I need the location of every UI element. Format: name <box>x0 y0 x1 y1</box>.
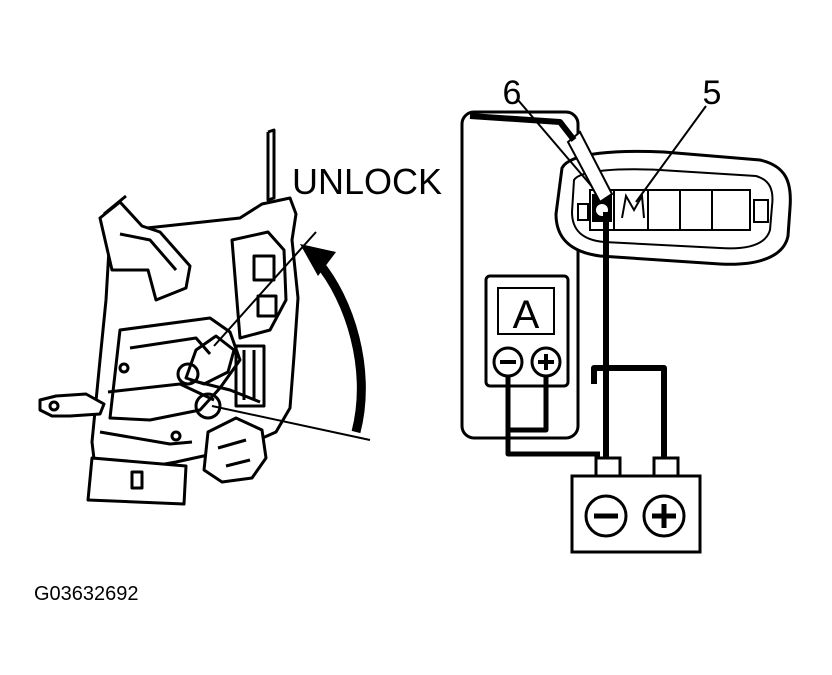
pin6-leader <box>517 99 601 197</box>
figure-code: G03632692 <box>34 583 139 605</box>
terminal-6-label: 6 <box>503 74 522 112</box>
unlock-leader-line <box>213 231 317 347</box>
pin5-leader <box>635 105 707 203</box>
door-lock-actuator <box>38 128 300 506</box>
battery: ⊖ ⊕ <box>570 456 702 554</box>
unlock-direction-arrow <box>300 244 366 434</box>
test-probe <box>566 130 614 204</box>
lock-leader-line <box>211 405 371 441</box>
terminal-5-label: 5 <box>703 74 722 112</box>
ammeter-label: A <box>513 293 540 337</box>
test-wires <box>469 113 667 460</box>
actuator-connector <box>554 149 792 266</box>
unlock-label: UNLOCK <box>292 161 442 202</box>
multimeter: A ⊖ ⊕ <box>460 110 580 440</box>
